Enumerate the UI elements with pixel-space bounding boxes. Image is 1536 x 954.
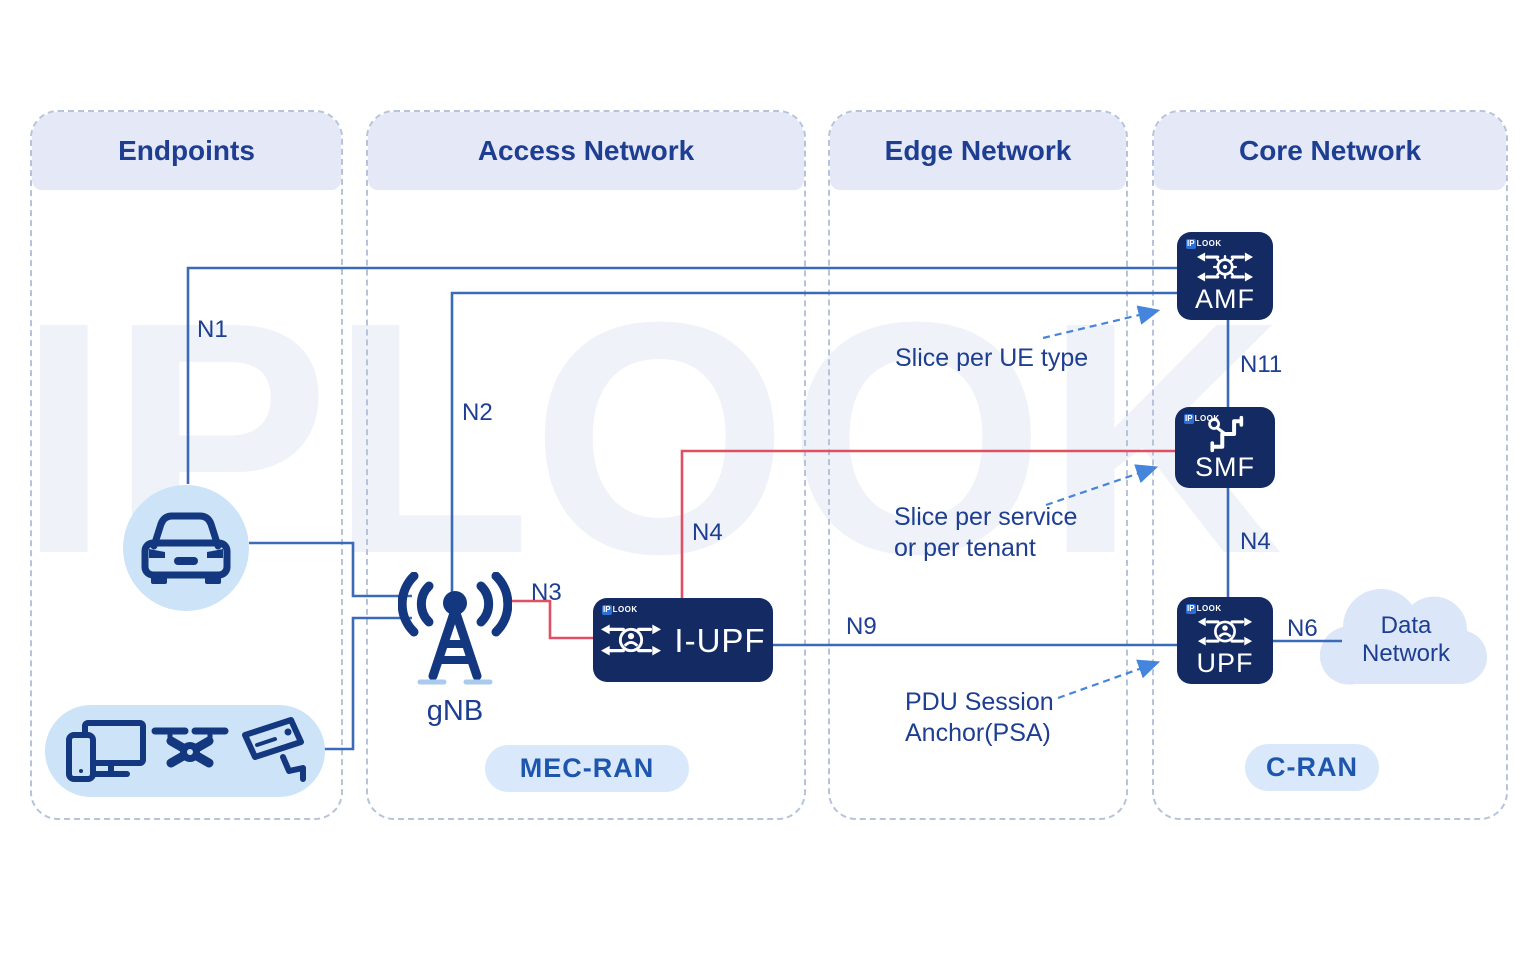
data-network-label: Data Network xyxy=(1340,612,1472,669)
pipe-wrench-icon xyxy=(1208,415,1244,453)
c-ran-zone: C-RAN xyxy=(1245,744,1379,791)
n4-edge-label: N4 xyxy=(692,519,723,546)
n9-label: N9 xyxy=(846,613,877,640)
column-title-core-network: Core Network xyxy=(1238,135,1422,166)
smf-node: IP LOOK SMF xyxy=(1175,407,1275,488)
data-network-cloud xyxy=(1319,588,1487,685)
column-title-access-network: Access Network xyxy=(477,135,695,166)
psa-line1: PDU Session xyxy=(905,688,1054,716)
n3-label: N3 xyxy=(531,579,562,606)
n6-label: N6 xyxy=(1287,615,1318,642)
iplook-logo-ip: IP xyxy=(1186,604,1196,614)
car-icon xyxy=(141,512,231,584)
devices-endpoint xyxy=(45,705,325,797)
iplook-logo: IP LOOK xyxy=(1186,239,1222,249)
n1-link-line xyxy=(186,266,1177,484)
n3-link-line xyxy=(503,599,593,640)
iplook-logo-look: LOOK xyxy=(612,605,638,614)
data-network-line2: Network xyxy=(1361,640,1451,668)
psa-annotation: PDU Session Anchor(PSA) xyxy=(905,687,1054,750)
column-header-core-network: Core Network xyxy=(1154,112,1506,190)
c-ran-label: C-RAN xyxy=(1266,752,1358,782)
devices-to-gnb-line xyxy=(324,616,412,751)
iplook-logo-look: LOOK xyxy=(1196,604,1222,613)
devices-icons xyxy=(66,717,306,782)
slice-per-ue-annotation: Slice per UE type xyxy=(895,344,1089,372)
mec-ran-zone: MEC-RAN xyxy=(485,745,689,792)
iplook-logo-ip: IP xyxy=(1184,414,1194,424)
drone-icon xyxy=(151,727,229,768)
upf-node: IP LOOK UPF xyxy=(1177,597,1273,684)
iplook-logo-look: LOOK xyxy=(1196,239,1222,248)
mec-ran-label: MEC-RAN xyxy=(519,753,655,783)
iplook-logo: IP LOOK xyxy=(1184,414,1220,424)
n4-core-label: N4 xyxy=(1240,528,1271,555)
slice-per-service-line2: or per tenant xyxy=(894,534,1036,563)
column-header-edge-network: Edge Network xyxy=(830,112,1126,190)
column-header-access-network: Access Network xyxy=(368,112,804,190)
n4-edge-link-line xyxy=(680,449,1175,598)
n1-label: N1 xyxy=(197,316,228,343)
amf-label: AMF xyxy=(1195,284,1255,314)
column-edge-network: Edge Network xyxy=(828,110,1128,820)
vehicle-endpoint xyxy=(123,485,249,611)
gear-arrows-icon xyxy=(1196,252,1254,282)
gnb-label: gNB xyxy=(426,695,484,727)
car-to-gnb-line xyxy=(249,541,412,598)
slice-service-arrow xyxy=(1045,464,1159,507)
iplook-logo: IP LOOK xyxy=(602,605,638,615)
user-arrows-icon xyxy=(1197,617,1253,646)
n2-label: N2 xyxy=(462,399,493,426)
column-title-edge-network: Edge Network xyxy=(884,135,1072,166)
iplook-logo-ip: IP xyxy=(1186,239,1196,249)
iplook-logo-ip: IP xyxy=(602,605,612,615)
cctv-camera-icon xyxy=(242,717,306,782)
n11-label: N11 xyxy=(1240,351,1283,378)
slice-per-service-annotation: Slice per service or per tenant xyxy=(894,502,1077,565)
upf-label: UPF xyxy=(1196,648,1254,678)
monitor-phone-icon xyxy=(66,720,146,782)
data-network-line1: Data xyxy=(1380,612,1432,639)
slice-per-service-line1: Slice per service xyxy=(894,503,1078,531)
iupf-label: I-UPF xyxy=(674,621,766,659)
psa-arrow xyxy=(1057,659,1161,700)
antenna-icon xyxy=(397,571,513,685)
amf-node: IP LOOK AMF xyxy=(1177,232,1273,320)
column-endpoints: Endpoints xyxy=(30,110,343,820)
gnb-node: gNB xyxy=(397,571,513,728)
n2-link-line xyxy=(450,291,1177,594)
psa-line2: Anchor(PSA) xyxy=(905,719,1051,748)
column-header-endpoints: Endpoints xyxy=(32,112,341,190)
smf-label: SMF xyxy=(1195,452,1255,482)
iupf-node: IP LOOK I-UPF xyxy=(593,598,773,682)
iplook-logo-look: LOOK xyxy=(1194,414,1220,423)
column-title-endpoints: Endpoints xyxy=(118,135,255,166)
user-arrows-icon xyxy=(601,624,662,656)
slice-ue-arrow xyxy=(1042,305,1161,340)
column-access-network: Access Network xyxy=(366,110,806,820)
iplook-logo: IP LOOK xyxy=(1186,604,1222,614)
